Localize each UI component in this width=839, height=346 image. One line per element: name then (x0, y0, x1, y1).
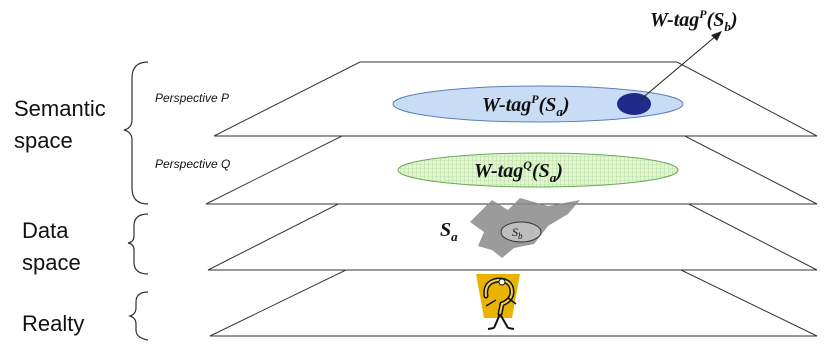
data-space-brace (127, 213, 149, 275)
data-space-label-line2: space (22, 250, 81, 275)
reality-label: Realty (22, 311, 84, 336)
perspective-q-ellipse (397, 152, 679, 188)
data-space-label-line1: Data (22, 218, 69, 243)
sa-data-label: Sa (440, 219, 458, 244)
perspective-p-ellipse (392, 85, 684, 123)
w-tag-p-sa-label: W-tagP(Sa) (482, 92, 570, 119)
sb-data-label: Sb (512, 225, 523, 241)
w-tag-p-sb-label: W-tagP(Sb) (650, 7, 738, 34)
arrow-head (711, 31, 722, 41)
reality-brace (128, 291, 149, 341)
perspective-q-label: Perspective Q (155, 157, 230, 171)
perspective-p-label: Perspective P (155, 91, 229, 105)
sb-data-ellipse (500, 221, 542, 243)
sb-dot (617, 93, 651, 115)
arrow-line (639, 35, 717, 101)
question-mark-figure-icon (476, 274, 520, 330)
semantic-space-label-line2: space (14, 128, 73, 153)
semantic-space-label-line1: Semantic (14, 96, 106, 121)
w-tag-q-sa-label: W-tagQ(Sa) (474, 158, 563, 185)
semantic-space-brace (123, 61, 149, 205)
